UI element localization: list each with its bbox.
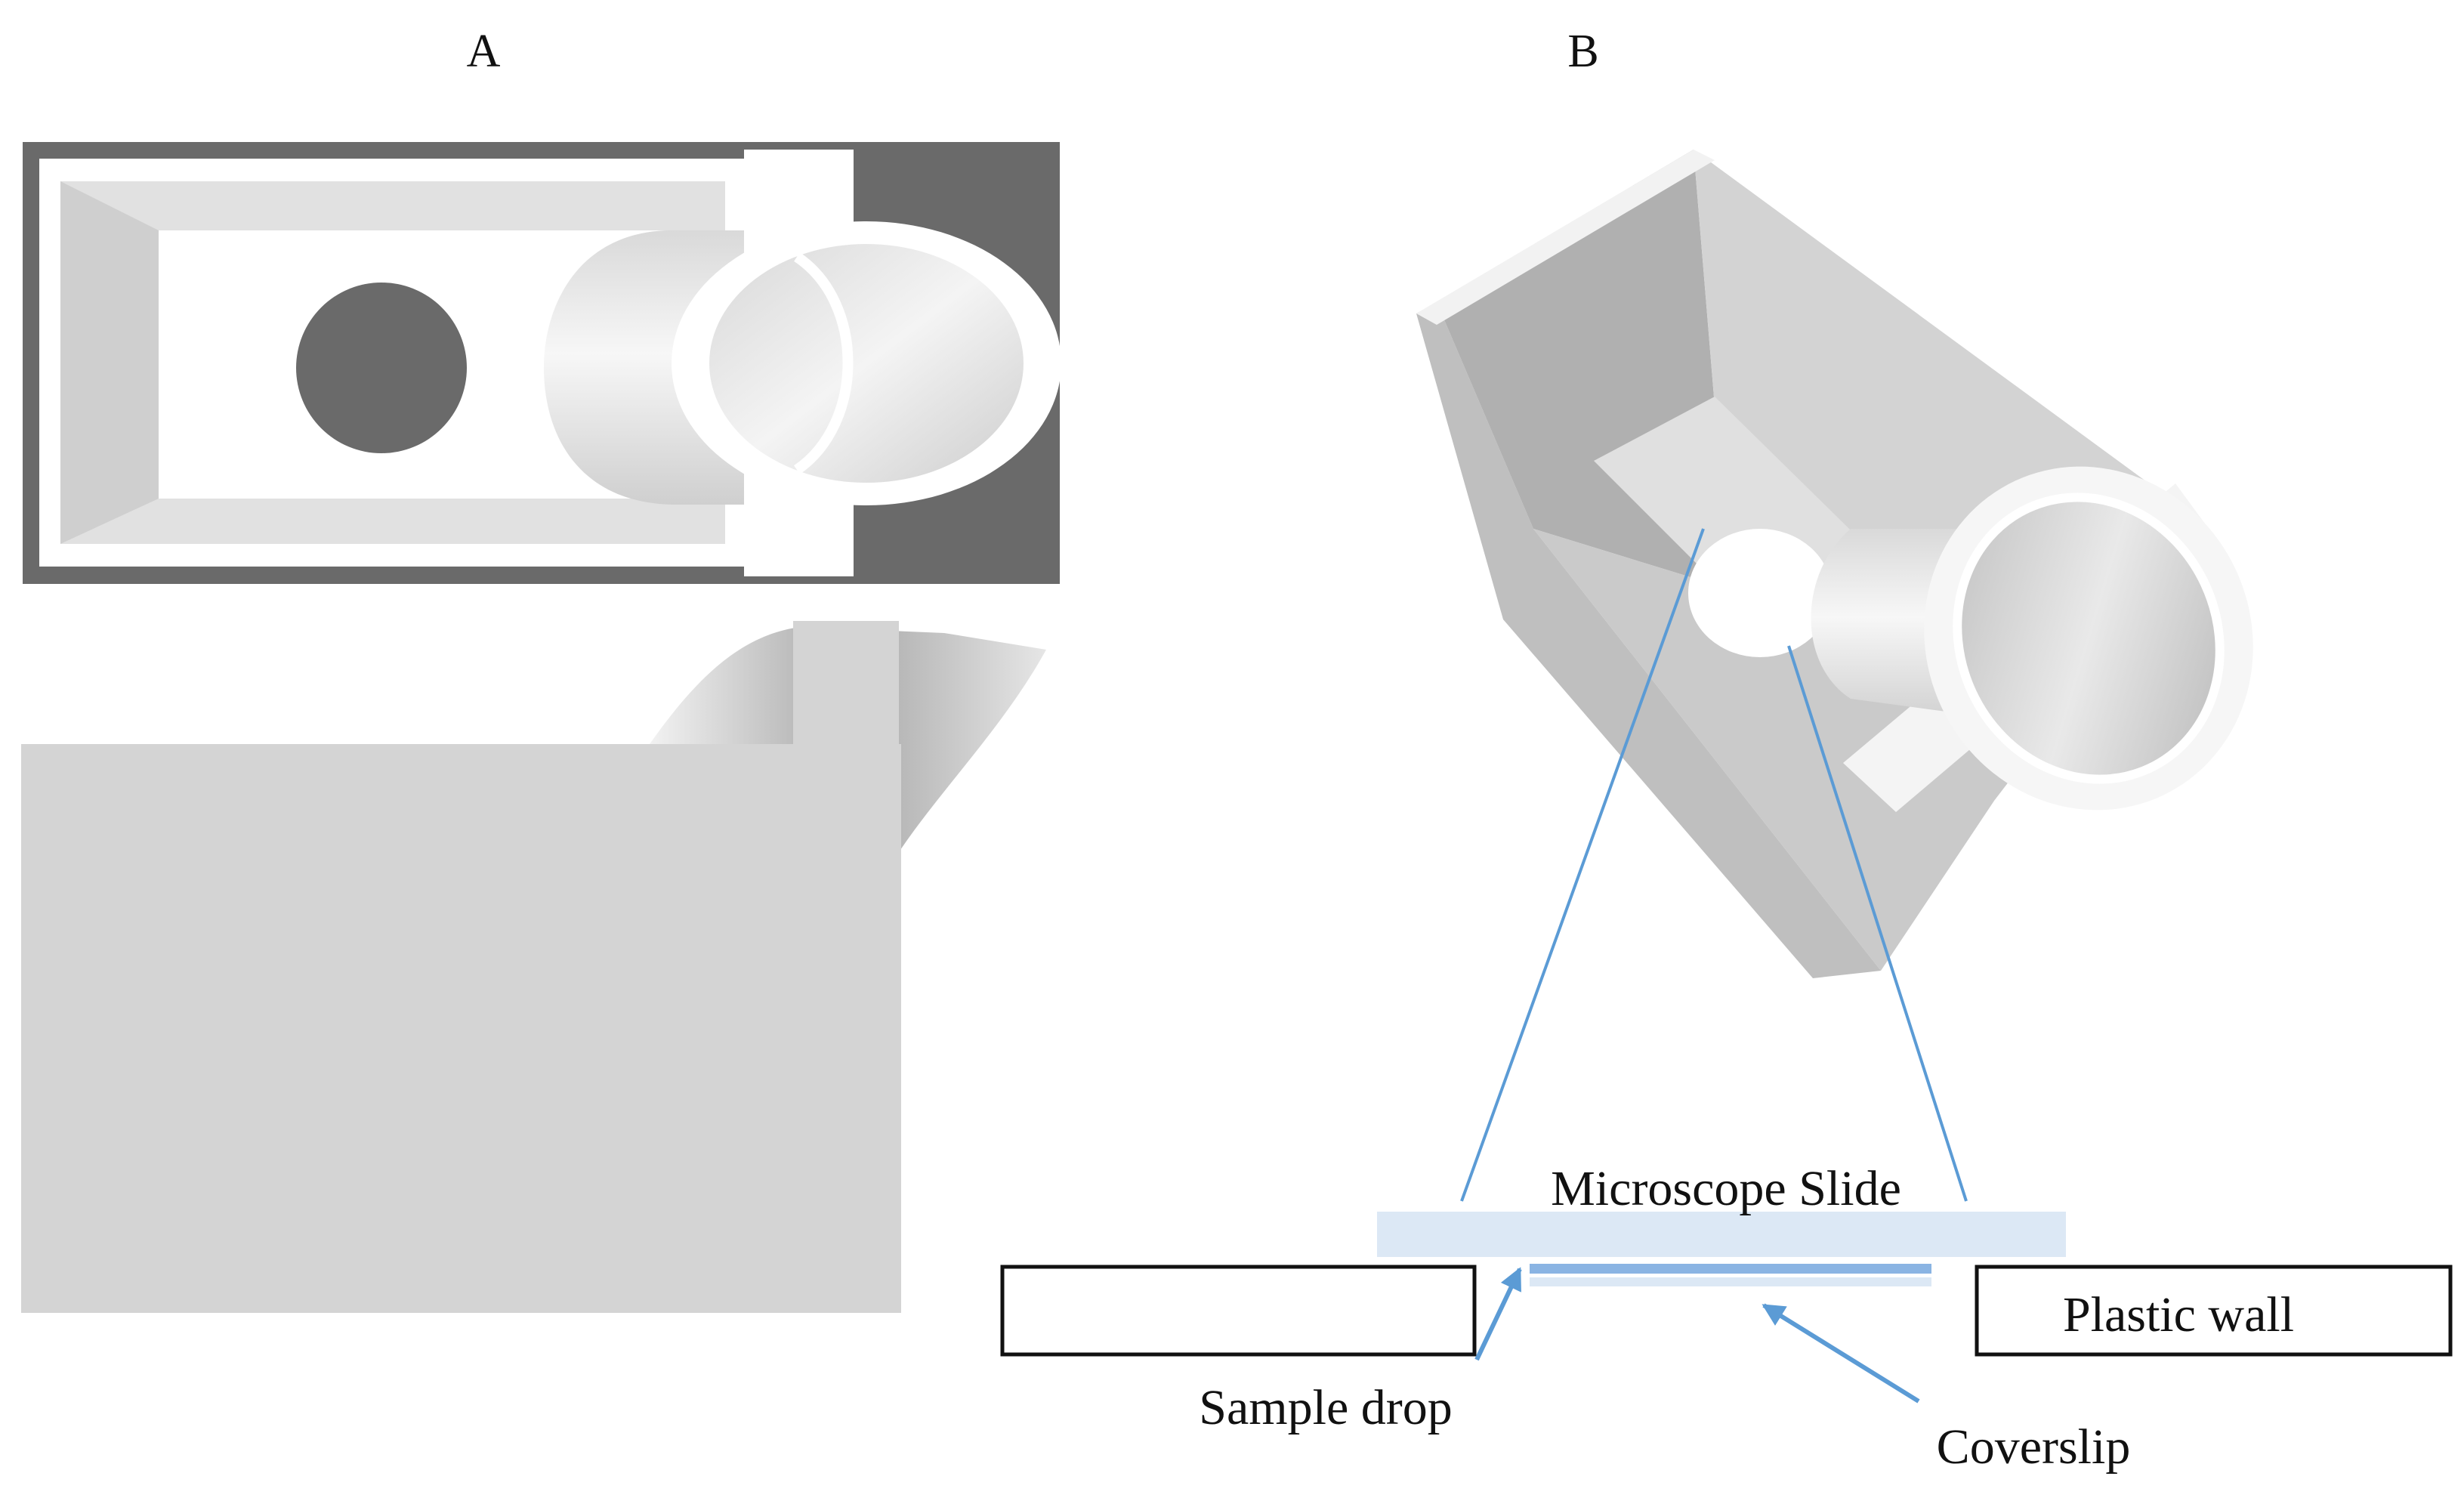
coverslip-arrow <box>1762 1303 1920 1404</box>
plastic-wall-left <box>1000 1265 1477 1357</box>
iso-sample-hole <box>1688 529 1832 657</box>
coverslip-glass <box>1530 1277 1931 1286</box>
iso-ring-inner <box>1957 497 2220 780</box>
top-view-left-slope <box>60 181 159 544</box>
coverslip-bar <box>1530 1264 1931 1274</box>
iso-left-wall <box>1416 302 1881 978</box>
holder-side-view <box>21 621 1046 1313</box>
top-view-inner-arc <box>793 252 854 474</box>
sample-well-hole <box>296 283 467 453</box>
leader-line-right <box>1787 645 1968 1202</box>
sample-drop-label: Sample drop <box>1199 1380 1452 1435</box>
iso-top-rim <box>1416 150 1715 325</box>
holder-top-view <box>23 142 1061 584</box>
plastic-wall-label: Plastic wall <box>2063 1287 2294 1342</box>
side-view-body <box>21 744 901 1313</box>
panel-label-a: A <box>467 26 501 77</box>
plastic-wall-right <box>1975 1265 2453 1357</box>
microscope-slide <box>1377 1212 2066 1257</box>
holder-isometric-view <box>1416 150 2253 978</box>
top-view-ring-inner <box>709 244 1024 483</box>
cross-section-schematic <box>1000 1212 2453 1357</box>
panel-label-b: B <box>1567 26 1598 77</box>
iso-ring-lip <box>1953 493 2225 784</box>
microscope-slide-label: Microscope Slide <box>1551 1161 1901 1216</box>
sample-drop-arrow <box>1474 1267 1522 1361</box>
coverslip-label: Coverslip <box>1937 1419 2131 1475</box>
leader-line-left <box>1460 528 1705 1202</box>
